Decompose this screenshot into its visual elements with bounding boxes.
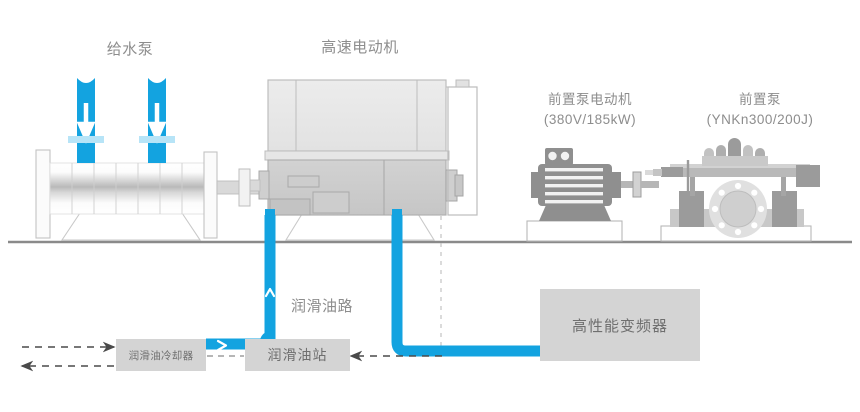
booster-pump-motor-graphic — [526, 148, 659, 242]
label-feedwater-pump: 给水泵 — [106, 41, 154, 58]
vfd-pipe-connector — [515, 346, 543, 356]
lube-oil-pipe-right — [391, 215, 545, 357]
label-lube-oil-path: 润滑油路 — [290, 298, 353, 315]
high-speed-motor-graphic — [249, 79, 478, 241]
inlet-pipe-left — [68, 78, 104, 163]
label-booster-pump-spec: (YNKn300/200J) — [706, 112, 814, 127]
label-booster-motor-spec: (380V/185kW) — [543, 112, 637, 127]
vfd-box: 高性能变频器 — [540, 289, 700, 361]
label-booster-pump-name: 前置泵 — [739, 92, 781, 107]
booster-pump-graphic — [645, 138, 820, 242]
oil-port-right — [392, 209, 402, 218]
label-high-speed-motor: 高速电动机 — [321, 39, 399, 56]
oil-port-left — [265, 209, 275, 218]
inlet-pipe-right — [139, 78, 175, 163]
label-booster-motor-name: 前置泵电动机 — [548, 92, 632, 107]
oil-station-box: 润滑油站 — [245, 339, 350, 371]
oil-cooler-box: 润滑油冷却器 — [116, 339, 206, 371]
feedwater-pump-graphic — [35, 149, 265, 241]
